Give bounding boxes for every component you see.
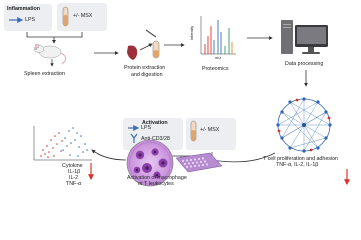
tcell-cytokines-label: TNF-α, IL-2, IL-1β [276,162,319,168]
spectrum-y-label: Intensity [190,25,194,40]
protein-extraction-label: Protein extraction [124,65,166,71]
network-nodes [276,97,332,153]
dot-plot-chart [33,126,92,161]
cytokine-label: Cytokine [62,163,83,169]
bracket-arrow-icon [26,32,83,43]
il2-label: IL-2 [69,175,79,181]
tcell-proliferation-label: T cell proliferation and adhesion [263,156,338,162]
digestion-label: and digestion [131,72,163,78]
culture-dish-icon [126,139,174,187]
curved-arrow-icon [211,152,276,163]
tnfa-label: TNF-α [66,181,82,187]
inflammation-msx-label: +/- MSX [73,13,93,19]
activation-msx-label: +/- MSX [200,127,220,133]
spleen-extraction-label: Spleen extraction [24,71,65,77]
spectrum-chart [200,16,236,55]
tube-icon [62,6,69,27]
computer-icon [281,20,328,54]
proteomics-label: Proteomics [202,66,229,72]
il1b-label: IL-1β [68,169,81,175]
diagram-graphics [9,6,350,187]
data-processing-label: Data processing [285,61,324,67]
activation-leukocytes-label: or T leukocytes [138,181,174,187]
activation-lps-label: LPS [141,125,152,131]
activation-anti-label: Anti-CD3/28 [141,136,170,142]
activation-title: Activation [142,120,168,126]
tube-activation-icon [190,120,197,142]
inflammation-lps-label: LPS [25,17,36,23]
mouse-icon [33,43,67,65]
activation-macrophage-label: Activation of macrophage [127,175,187,181]
antibody-icon [130,133,138,143]
spleen-icon [127,45,138,60]
inflammation-title: Inflammation [7,6,40,12]
pipette-icon [145,29,160,59]
inflammation-box [4,4,52,31]
spectrum-x-label: m/z [215,56,222,60]
well-plate-icon [175,152,223,173]
